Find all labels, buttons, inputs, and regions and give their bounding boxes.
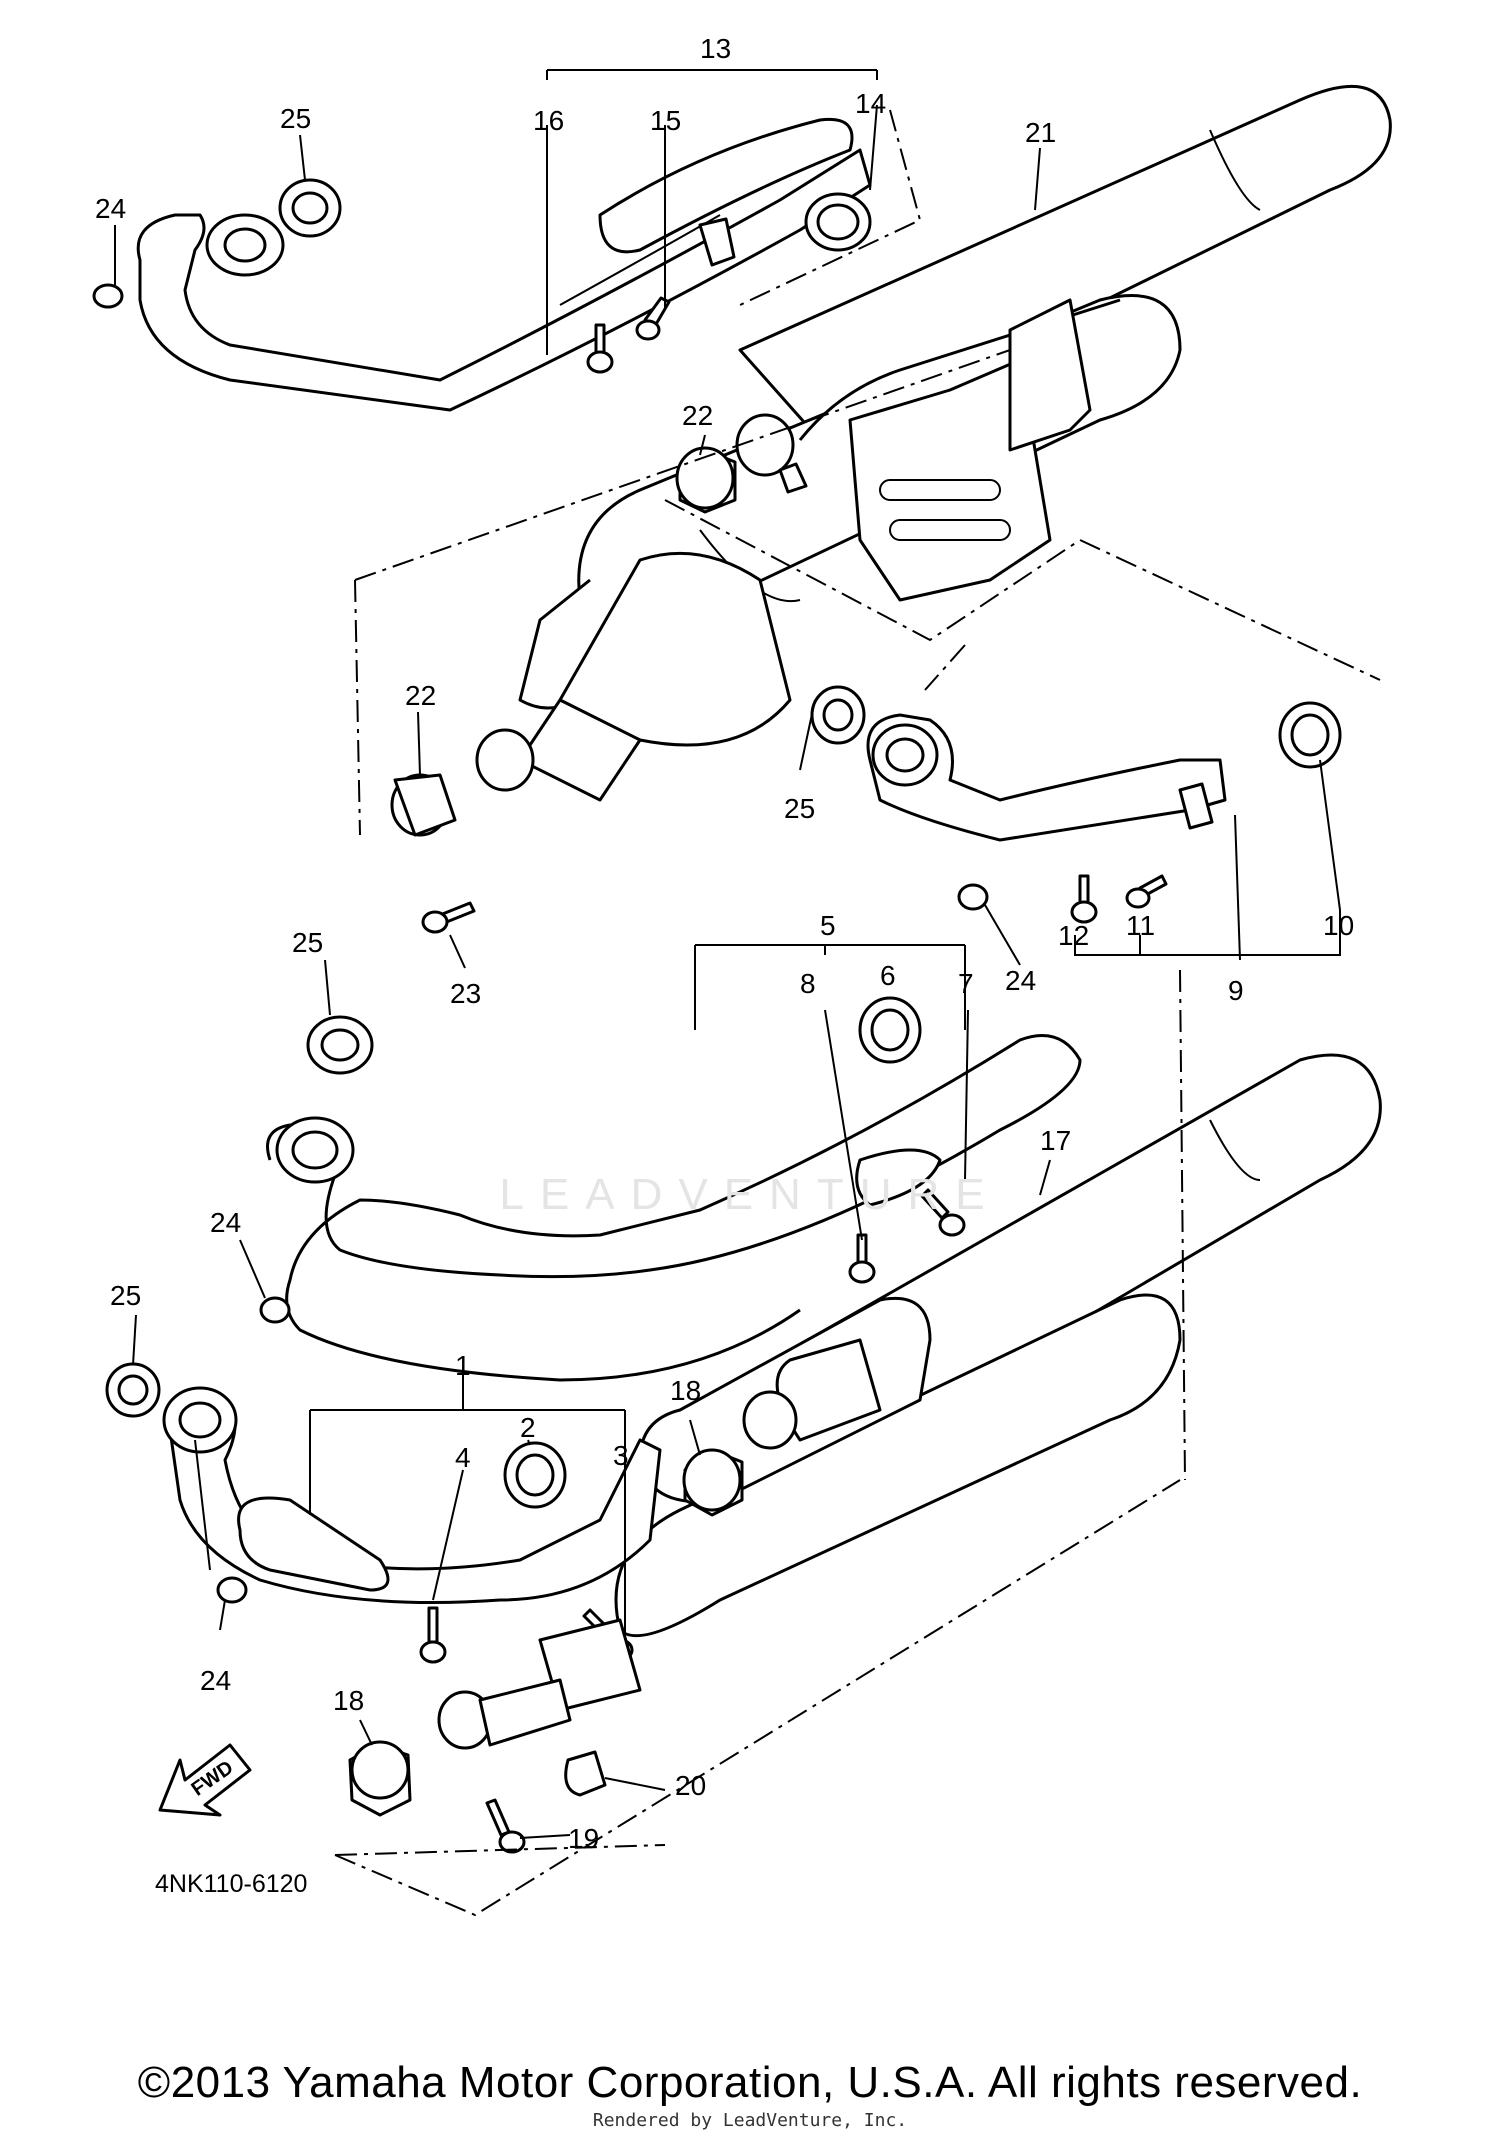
callout-14: 14 [855,88,886,119]
callout-11: 11 [1126,910,1155,941]
callout-23: 23 [450,978,481,1009]
gasket-14 [804,192,872,252]
bolt-12 [1070,874,1098,924]
callout-5: 5 [820,910,836,941]
gasket-25-mid [306,1015,374,1075]
gasket-25-top [278,178,342,238]
callout-13: 13 [700,33,731,64]
nut-24-bottom [216,1576,248,1604]
callout-3: 3 [613,1440,629,1471]
gasket-2 [503,1441,567,1509]
bolt-7 [920,1188,966,1237]
callout-10: 10 [1323,910,1354,941]
callout-7: 7 [958,968,974,999]
callout-25d: 25 [110,1280,141,1311]
callout-25c: 25 [292,927,323,958]
nut-24-right [957,883,989,911]
front-muffler-lower [475,551,792,802]
gasket-18-mid [682,1448,744,1517]
callout-22a: 22 [682,400,713,431]
watermark: LEADVENTURE [499,1170,1001,1219]
gasket-25-right [810,685,866,745]
callout-20: 20 [675,1770,706,1801]
bolt-16 [586,323,614,374]
callout-2: 2 [520,1412,536,1443]
muffler-17 [614,1053,1382,1638]
nut-24-mid [259,1296,291,1324]
callout-25a: 25 [280,103,311,134]
bolt-8 [848,1233,876,1284]
callout-24a: 24 [95,193,126,224]
callout-4: 4 [455,1442,471,1473]
bolt-19 [485,1798,526,1854]
leader-lines [114,69,1341,1839]
damper-20 [564,1750,607,1797]
rear-header-pipe-9 [866,713,1227,842]
gasket-6 [858,996,922,1064]
callout-17: 17 [1040,1125,1071,1156]
front-exhaust-pipe [136,148,872,412]
bolt-23 [421,901,476,934]
callout-6: 6 [880,960,896,991]
exhaust-pipe-1 [162,1386,662,1604]
callout-25b: 25 [784,793,815,824]
clamp-muffler-bottom [437,1618,642,1750]
muffler-bracket [848,298,1092,602]
gasket-10 [1278,701,1342,769]
diagram-code: 4NK110-6120 [155,1870,308,1898]
exhaust-pipe-5 [266,1034,1082,1382]
heat-protector-13 [598,117,854,267]
callout-15: 15 [650,105,681,136]
nut-24-top [92,283,124,309]
callout-9: 9 [1228,975,1244,1006]
bolt-4 [419,1606,447,1664]
callout-16: 16 [533,105,564,136]
callout-24c: 24 [210,1207,241,1238]
rendered-by-credit: Rendered by LeadVenture, Inc. [592,2110,908,2131]
callout-18b: 18 [333,1685,364,1716]
callout-12: 12 [1058,920,1089,951]
callout-19: 19 [568,1823,599,1854]
bolt-11 [1125,874,1168,909]
copyright-notice: ©2013 Yamaha Motor Corporation, U.S.A. A… [137,2058,1363,2107]
callout-labels: 13 16 15 14 21 25 24 22 22 25 10 11 12 9… [95,33,1354,1854]
gasket-18-bottom [348,1740,412,1817]
callout-24d: 24 [200,1665,231,1696]
gasket-25-bottom [105,1362,161,1418]
callout-1: 1 [455,1350,471,1381]
gasket-22-top [675,446,737,514]
clamp-22-top [735,413,808,494]
fwd-arrow-icon: FWD [158,1743,252,1817]
callout-8: 8 [800,968,816,999]
callout-22b: 22 [405,680,436,711]
callout-24b: 24 [1005,965,1036,996]
callout-18a: 18 [670,1375,701,1406]
bolt-15 [635,296,671,341]
callout-21: 21 [1025,117,1056,148]
gasket-22-mid [390,773,457,837]
assembly-boundaries [334,109,1381,1917]
